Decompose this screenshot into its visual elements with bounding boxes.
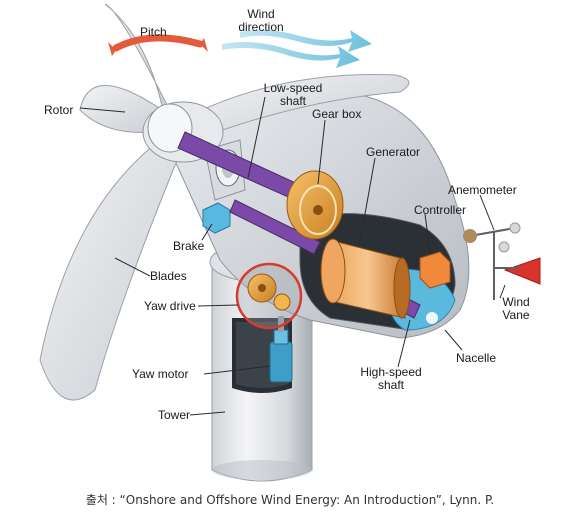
label-wind-vane: Wind Vane [502,295,530,322]
label-low-speed-shaft: Low-speed shaft [263,81,323,108]
label-yaw-drive: Yaw drive [144,299,196,313]
label-blades: Blades [150,269,187,283]
gear-box [286,170,344,240]
source-caption: 출처 : “Onshore and Offshore Wind Energy: … [85,493,495,507]
brake [202,202,231,234]
label-tower: Tower [158,408,191,422]
label-brake: Brake [173,239,205,253]
leader-lines [79,96,506,416]
label-anemometer: Anemometer [448,183,517,197]
yaw-motor [269,316,293,383]
label-generator: Generator [366,145,421,159]
pitch-arrow [108,34,208,56]
label-nacelle: Nacelle [456,351,497,365]
controller [419,251,451,289]
yaw-drive [235,262,303,330]
wind-direction-arrows [222,29,372,68]
label-high-speed-shaft: High-speed shaft [360,365,422,392]
anemometer [463,222,521,300]
label-gear-box: Gear box [312,107,362,121]
wind-vane [494,257,541,285]
label-wind-direction: Wind direction [238,7,284,34]
label-pitch: Pitch [140,25,167,39]
label-controller: Controller [414,203,467,217]
label-yaw-motor: Yaw motor [132,367,189,381]
generator [320,238,411,319]
label-rotor: Rotor [44,103,74,117]
